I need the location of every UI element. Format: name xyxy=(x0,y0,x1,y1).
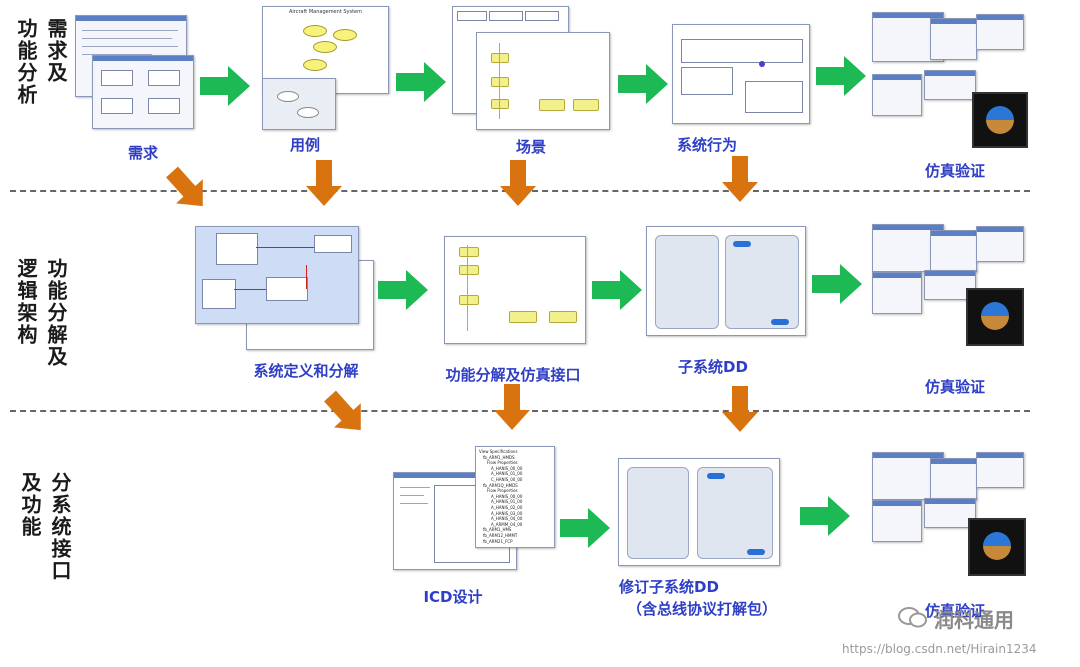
subsystem-dd-thumb xyxy=(646,226,806,336)
arrow-funcdecomp-down xyxy=(494,384,530,430)
sim1-thumb-c xyxy=(976,14,1024,50)
icd-tree-item[interactable]: A_HANIS_00_00 xyxy=(491,465,523,471)
icd-tree-item[interactable]: A_HANIS_00_00 xyxy=(491,493,523,499)
system-behavior-thumb xyxy=(672,24,810,124)
caption-scenario: 场景 xyxy=(515,138,546,156)
arrow-icd-to-revised xyxy=(560,508,610,548)
icd-tree-item[interactable]: A_ARMM_04_00 xyxy=(491,521,523,527)
arrow-req-to-usecase xyxy=(200,66,250,106)
row2-label-a: 逻辑架构 xyxy=(14,258,38,346)
icd-tree-item[interactable]: C_HANIS_00_00 xyxy=(491,476,523,482)
icd-tree-item[interactable]: A_HANIS_02_00 xyxy=(491,504,523,510)
arrow-usecase-to-scenario xyxy=(396,62,446,102)
row1-label-a: 功能分析 xyxy=(14,18,38,106)
icd-tree-item[interactable]: Flow Properties xyxy=(487,488,518,494)
sim3-thumb-d xyxy=(872,500,922,542)
icd-tree-item[interactable]: fb_ARM1Q_HMDS xyxy=(483,482,518,488)
sim1-thumb-e xyxy=(924,70,976,100)
sim3-cockpit-display xyxy=(968,518,1026,576)
caption-revised-note: （含总线协议打解包） xyxy=(626,600,777,618)
icd-tree-item[interactable]: A_HANIS_04_00 xyxy=(491,516,523,522)
arrow-subsys-to-sim2 xyxy=(812,264,862,304)
icd-tree-item[interactable]: A_HANIS_01_00 xyxy=(491,499,523,505)
icd-tree-item[interactable]: Flow Properties xyxy=(487,460,518,466)
usecase-title: Aircraft Management System xyxy=(288,9,363,15)
icd-tree-item[interactable]: fb_ARM21_FCP xyxy=(483,538,513,544)
arrow-scenario-down xyxy=(500,160,536,206)
sim2-thumb-c xyxy=(976,226,1024,262)
requirements-thumb-front xyxy=(92,55,194,129)
caption-sim3: 仿真验证 xyxy=(924,602,985,620)
wechat-icon xyxy=(898,606,928,628)
row1-label-b: 需求及 xyxy=(44,18,68,84)
sim1-cockpit-display xyxy=(972,92,1028,148)
caption-requirements: 需求 xyxy=(127,144,158,162)
sim3-thumb-c xyxy=(976,452,1024,488)
arrow-funcdecomp-to-subsys xyxy=(592,270,642,310)
icd-tree-item[interactable]: A_HANIS_03_00 xyxy=(491,510,523,516)
sim1-thumb-d xyxy=(872,74,922,116)
icd-tree-item[interactable]: A_HANIS_01_00 xyxy=(491,471,523,477)
caption-icd: ICD设计 xyxy=(423,588,483,606)
row2-label-b: 功能分解及 xyxy=(44,258,68,368)
row3-label-b: 分系统接口 xyxy=(48,472,72,582)
icd-window-back xyxy=(393,472,517,570)
system-definition-thumb-front xyxy=(195,226,359,324)
caption-sim1: 仿真验证 xyxy=(924,162,985,180)
caption-usecase: 用例 xyxy=(289,136,320,154)
source-url: https://blog.csdn.net/Hirain1234 xyxy=(842,642,1037,656)
icd-tree-item[interactable]: fb_ARM1_HMS xyxy=(483,527,512,533)
arrow-scenario-to-behavior xyxy=(618,64,668,104)
icd-tree-item[interactable]: fb_ARM12_HMMT xyxy=(483,532,518,538)
icd-tree-item[interactable]: View Specifications xyxy=(479,449,518,454)
arrow-sysdef-diagonal xyxy=(324,390,361,431)
arrow-sysdef-to-funcdecomp xyxy=(378,270,428,310)
caption-function-decomposition: 功能分解及仿真接口 xyxy=(445,366,581,384)
caption-sim2: 仿真验证 xyxy=(924,378,985,396)
sim2-thumb-d xyxy=(872,272,922,314)
arrow-usecase-down xyxy=(306,160,342,206)
arrow-behavior-down xyxy=(722,156,758,202)
revised-subsystem-dd-thumb xyxy=(618,458,780,566)
sim3-thumb-e xyxy=(924,498,976,528)
arrow-revised-to-sim3 xyxy=(800,496,850,536)
caption-system-definition: 系统定义和分解 xyxy=(253,362,359,380)
usecase-thumb-front xyxy=(262,78,336,130)
caption-revised-subsystem-dd: 修订子系统DD xyxy=(619,578,719,596)
row3-label-a: 及功能 xyxy=(18,472,42,538)
brand-name: 润科通用 xyxy=(934,608,1014,632)
icd-tree-item[interactable]: fb_ARM1_HMDS xyxy=(483,454,515,460)
arrow-subsys-down xyxy=(722,386,758,432)
caption-system-behavior: 系统行为 xyxy=(676,136,737,154)
arrow-req-diagonal xyxy=(166,166,203,207)
function-decomposition-thumb xyxy=(444,236,586,344)
scenario-thumb-front xyxy=(476,32,610,130)
arrow-behavior-to-sim1 xyxy=(816,56,866,96)
caption-subsystem-dd: 子系统DD xyxy=(678,358,748,376)
sim2-cockpit-display xyxy=(966,288,1024,346)
